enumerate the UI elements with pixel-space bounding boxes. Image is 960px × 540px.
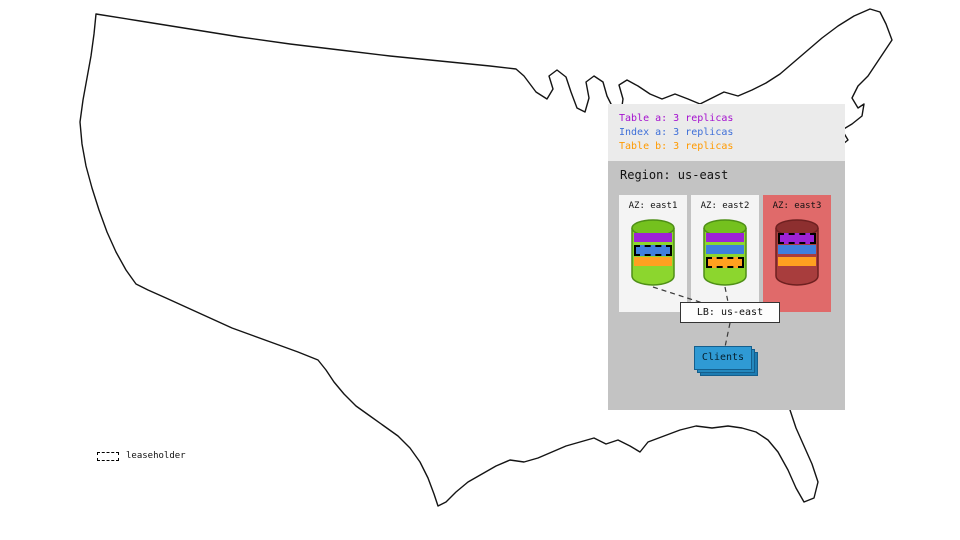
region-title: Region: us-east — [620, 168, 729, 182]
legend-index-a: Index a: 3 replicas — [619, 127, 734, 138]
clients-box: Clients — [694, 346, 752, 370]
az-label-east1: AZ: east1 — [628, 201, 678, 211]
clients-stack: Clients — [694, 346, 758, 376]
leaseholder-legend-label: leaseholder — [126, 451, 186, 461]
az-row: AZ: east1 AZ: east2 — [619, 195, 831, 312]
database-cylinder-east2 — [701, 217, 749, 289]
legend-table-b: Table b: 3 replicas — [619, 141, 734, 152]
replica-bar-table-b — [634, 257, 672, 266]
legend-table-a: Table a: 3 replicas — [619, 113, 734, 124]
database-icon — [703, 219, 747, 286]
replica-bar-table-b-leaseholder — [706, 257, 744, 268]
replica-legend: Table a: 3 replicas Index a: 3 replicas … — [608, 104, 845, 161]
leaseholder-legend: leaseholder — [97, 451, 186, 461]
database-icon — [631, 219, 675, 286]
leaseholder-dashed-swatch-icon — [97, 451, 119, 461]
replica-bar-index-a-leaseholder — [634, 245, 672, 256]
az-label-east2: AZ: east2 — [700, 201, 750, 211]
region-us-east: Region: us-east AZ: east1 — [608, 161, 845, 410]
az-box-east3-failed: AZ: east3 — [763, 195, 831, 312]
az-box-east2: AZ: east2 — [691, 195, 759, 312]
az-box-east1: AZ: east1 — [619, 195, 687, 312]
database-cylinder-east1 — [629, 217, 677, 289]
replica-bar-index-a — [778, 245, 816, 254]
replica-bar-table-a — [706, 233, 744, 242]
connector-lines — [652, 286, 731, 348]
replica-bar-index-a — [706, 245, 744, 254]
az-label-east3: AZ: east3 — [772, 201, 822, 211]
database-cylinder-east3 — [773, 217, 821, 289]
replica-bar-table-a-leaseholder — [778, 233, 816, 244]
load-balancer-box: LB: us-east — [680, 302, 780, 323]
replication-diagram: Table a: 3 replicas Index a: 3 replicas … — [608, 104, 845, 410]
replica-bar-table-b — [778, 257, 816, 266]
replica-bar-table-a — [634, 233, 672, 242]
